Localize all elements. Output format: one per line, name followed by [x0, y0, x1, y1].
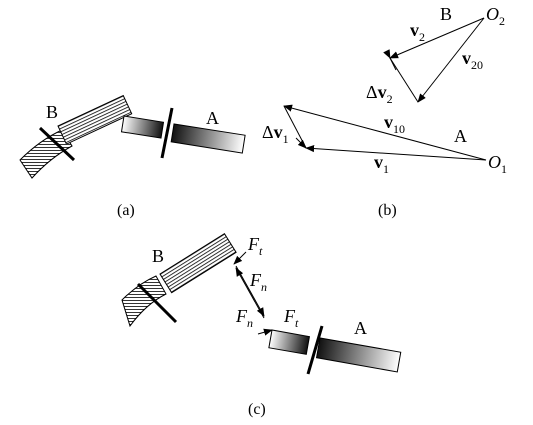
- label-dv2: Δv2: [366, 82, 393, 106]
- panel-c: B Ft Fn Fn Ft A (c): [121, 233, 402, 418]
- bar-b-c: [121, 233, 237, 328]
- vec-dv1-arrow: [295, 137, 307, 149]
- caption-a: (a): [117, 202, 135, 219]
- label-dv1: Δv1: [262, 122, 289, 146]
- bar-a-c: [268, 329, 402, 373]
- label-b-c: B: [152, 246, 164, 266]
- force-ft-bottom: [257, 328, 273, 336]
- point-a-b: A: [454, 126, 467, 146]
- pivot-b-a: [38, 126, 76, 162]
- bar-b-a: [19, 94, 133, 179]
- force-fn-bottom: [235, 267, 265, 319]
- panel-a: B A (a): [19, 94, 246, 219]
- bar-a-a: [120, 115, 246, 154]
- vec-v20: [417, 17, 485, 103]
- label-v1: v1: [374, 152, 389, 176]
- pivot-b-c: [136, 282, 178, 324]
- pivot-a-c: [306, 325, 324, 375]
- label-b-a: B: [46, 102, 58, 122]
- vec-dv2-arrow: [383, 49, 397, 71]
- caption-c: (c): [248, 401, 266, 418]
- origin-o1: O1: [488, 152, 507, 176]
- label-fn-top: Fn: [249, 270, 267, 294]
- pivot-a-a: [160, 107, 174, 159]
- origin-o2: O2: [486, 4, 505, 28]
- vec-v2: [389, 17, 485, 59]
- label-v2: v2: [410, 20, 425, 44]
- label-a-c: A: [354, 318, 367, 338]
- label-ft-top: Ft: [247, 234, 263, 258]
- panel-b: B O2 v2 v20 Δv2 v10 A Δv1 v1 O1 (b): [262, 4, 507, 219]
- vec-dv2: [389, 57, 419, 103]
- point-b-b: B: [440, 4, 452, 24]
- label-fn-bottom: Fn: [235, 306, 253, 330]
- vec-v10: [283, 104, 487, 161]
- label-a-a: A: [206, 108, 219, 128]
- vec-v1: [305, 144, 487, 161]
- force-ft-top: [233, 251, 247, 265]
- caption-b: (b): [378, 202, 397, 219]
- label-v20: v20: [462, 48, 483, 72]
- label-v10: v10: [384, 112, 405, 136]
- label-ft-bottom: Ft: [283, 306, 299, 330]
